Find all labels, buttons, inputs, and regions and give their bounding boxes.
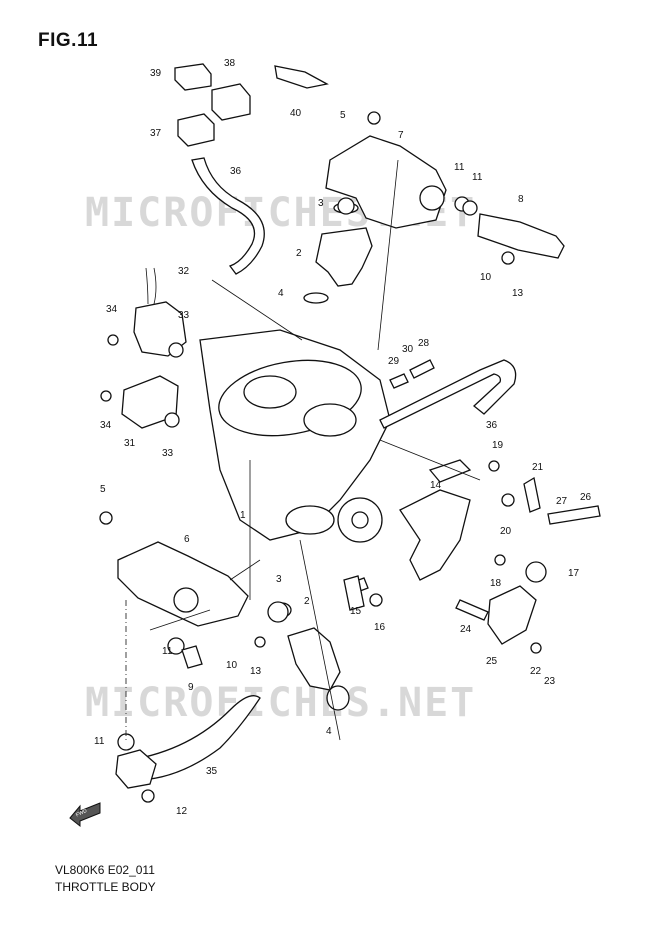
callout-10: 10 xyxy=(226,660,238,671)
sensor-group-upper xyxy=(107,267,187,358)
callout-11: 11 xyxy=(472,172,483,183)
callout-29: 29 xyxy=(388,356,400,367)
forward-arrow-icon: FWD xyxy=(69,802,101,828)
callout-13: 13 xyxy=(250,666,262,677)
callout-11: 11 xyxy=(162,646,173,657)
callout-9: 9 xyxy=(188,682,194,693)
breather-hose xyxy=(379,359,517,429)
callout-27: 27 xyxy=(556,496,568,507)
hose-fitting xyxy=(115,749,157,789)
callout-21: 21 xyxy=(532,462,544,473)
callout-15: 15 xyxy=(350,606,362,617)
throttle-body xyxy=(199,329,391,543)
callout-20: 20 xyxy=(500,526,512,537)
callout-11: 11 xyxy=(94,736,105,747)
vacuum-hose xyxy=(191,157,265,275)
fuel-hose xyxy=(129,695,261,781)
figure-title: FIG.11 xyxy=(38,30,99,51)
callout-32: 32 xyxy=(178,266,190,277)
watermark-bottom: MICROFICHES.NET xyxy=(85,680,477,726)
callout-33: 33 xyxy=(178,310,190,321)
callout-40: 40 xyxy=(290,108,302,119)
callout-14: 14 xyxy=(430,480,442,491)
callout-25: 25 xyxy=(486,656,498,667)
callout-2: 2 xyxy=(296,248,302,259)
callout-1: 1 xyxy=(240,510,246,521)
callout-36: 36 xyxy=(230,166,242,177)
callout-5: 5 xyxy=(100,484,106,495)
forward-arrow-label: FWD xyxy=(75,808,88,818)
callout-34: 34 xyxy=(100,420,112,431)
callout-30: 30 xyxy=(402,344,414,355)
pressure-regulator xyxy=(477,213,565,259)
fuel-rail xyxy=(325,135,447,229)
callout-4: 4 xyxy=(326,726,332,737)
callout-4: 4 xyxy=(278,288,284,299)
callout-28: 28 xyxy=(418,338,430,349)
small-fasteners xyxy=(99,111,542,803)
callout-39: 39 xyxy=(150,68,162,79)
callout-37: 37 xyxy=(150,128,162,139)
callout-36: 36 xyxy=(486,420,498,431)
callout-7: 7 xyxy=(398,130,404,141)
drawing-code: VL800K6 E02_011 xyxy=(55,863,155,877)
callout-35: 35 xyxy=(206,766,218,777)
callout-24: 24 xyxy=(460,624,472,635)
fuel-rail-lower xyxy=(117,541,249,627)
sensor-group-lower xyxy=(100,375,180,429)
callout-16: 16 xyxy=(374,622,386,633)
figure-caption: THROTTLE BODY xyxy=(55,880,156,894)
callout-5: 5 xyxy=(340,110,346,121)
callout-11: 11 xyxy=(454,162,465,173)
callout-10: 10 xyxy=(480,272,492,283)
callout-3: 3 xyxy=(276,574,282,585)
callout-18: 18 xyxy=(490,578,502,589)
callout-2: 2 xyxy=(304,596,310,607)
injector-upper xyxy=(303,202,373,304)
assembly-guide-lines xyxy=(125,159,481,741)
callout-33: 33 xyxy=(162,448,174,459)
callout-13: 13 xyxy=(512,288,524,299)
callout-31: 31 xyxy=(124,438,136,449)
callout-23: 23 xyxy=(544,676,556,687)
callout-26: 26 xyxy=(580,492,592,503)
callout-3: 3 xyxy=(318,198,324,209)
callout-17: 17 xyxy=(568,568,580,579)
callout-12: 12 xyxy=(176,806,188,817)
callout-6: 6 xyxy=(184,534,190,545)
callout-22: 22 xyxy=(530,666,542,677)
callout-34: 34 xyxy=(106,304,118,315)
callout-8: 8 xyxy=(518,194,524,205)
connector-group xyxy=(174,63,329,147)
callout-number-layer: 3938403736571111832101343234332930283431… xyxy=(94,58,592,817)
callout-19: 19 xyxy=(492,440,504,451)
throttle-linkage xyxy=(347,459,601,645)
callout-38: 38 xyxy=(224,58,236,69)
